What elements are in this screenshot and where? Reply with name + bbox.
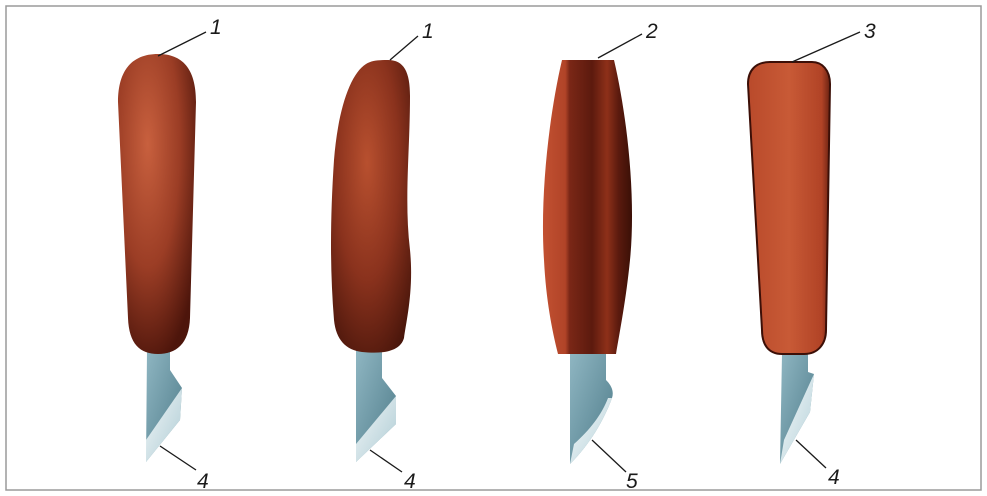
knife-4-blade-label: 4 bbox=[828, 466, 840, 489]
knife-1-handle-label: 1 bbox=[210, 16, 222, 39]
knife-4-handle-label: 3 bbox=[864, 20, 876, 43]
knife-4-handle bbox=[748, 62, 830, 354]
knife-1-handle bbox=[118, 54, 196, 354]
knife-3-blade-label: 5 bbox=[626, 470, 638, 493]
knife-2-blade-label: 4 bbox=[404, 470, 416, 493]
knife-2-handle-label: 1 bbox=[422, 20, 434, 43]
knife-3-handle-label: 2 bbox=[645, 20, 658, 43]
knife-1-blade-label: 4 bbox=[197, 470, 209, 493]
knife-3-handle bbox=[543, 60, 632, 354]
